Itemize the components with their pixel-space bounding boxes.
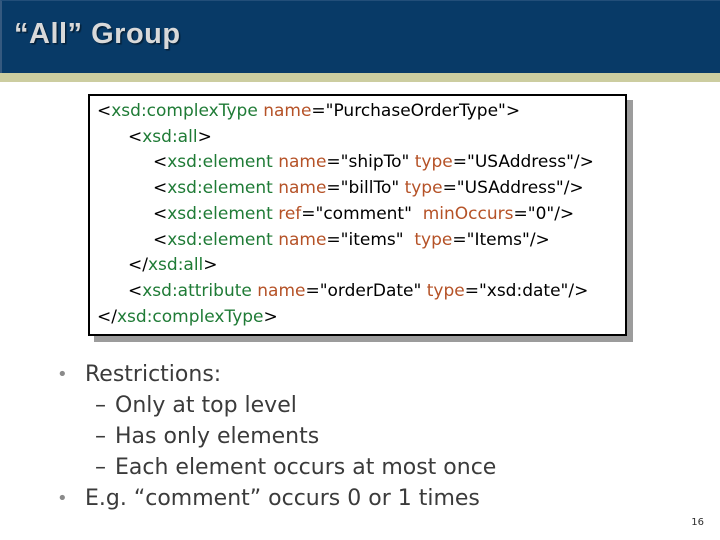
code-token-plain: > — [263, 306, 278, 327]
code-token-attr: type — [414, 152, 453, 173]
code-token-plain: < — [128, 126, 143, 147]
code-line: <xsd:element name="billTo" type="USAddre… — [97, 176, 618, 202]
bullet-item: • Restrictions: — [0, 359, 720, 390]
bullet-text: Each element occurs at most once — [115, 455, 497, 480]
code-token-plain: ="PurchaseOrderType"> — [311, 101, 521, 121]
bullet-text: Restrictions: — [85, 362, 222, 387]
code-token-tag: xsd:attribute — [142, 280, 252, 301]
code-token-tag: xsd:all — [142, 126, 198, 147]
code-token-plain: > — [203, 255, 218, 276]
sub-bullet-item: –Has only elements — [0, 421, 720, 452]
page-title: “All” Group — [14, 18, 181, 50]
code-line: <xsd:element name="shipTo" type="USAddre… — [97, 150, 618, 176]
code-line: <xsd:element ref="comment" minOccurs="0"… — [97, 202, 618, 228]
code-token-attr: type — [414, 229, 453, 250]
bullet-text: Only at top level — [115, 393, 297, 418]
code-snippet-box: <xsd:complexType name="PurchaseOrderType… — [88, 94, 627, 337]
code-line: <xsd:complexType name="PurchaseOrderType… — [97, 99, 618, 125]
code-line: <xsd:attribute name="orderDate" type="xs… — [97, 279, 618, 305]
code-token-tag: xsd:element — [167, 229, 273, 250]
code-token-plain: ="0"/> — [513, 203, 575, 224]
code-token-attr: minOccurs — [422, 203, 514, 224]
code-token-attr: type — [404, 178, 443, 199]
code-token-plain: < — [153, 203, 168, 224]
dash-icon: – — [95, 393, 106, 418]
code-token-tag: xsd:element — [167, 178, 273, 199]
code-token-plain: </ — [97, 306, 117, 327]
accent-band — [0, 73, 720, 82]
bullet-dot-icon: • — [57, 364, 68, 385]
bullet-item: • E.g. “comment” occurs 0 or 1 times — [0, 483, 720, 514]
dash-icon: – — [95, 424, 106, 449]
code-token-plain: ="USAddress"/> — [452, 152, 594, 173]
code-token-attr: name — [278, 229, 327, 250]
code-token-attr: name — [278, 152, 327, 173]
dash-icon: – — [95, 455, 106, 480]
code-token-plain: ="items" — [326, 229, 415, 250]
code-token-tag: xsd:element — [167, 152, 273, 173]
code-token-attr: name — [257, 280, 306, 301]
header-bar — [0, 0, 720, 73]
code-token-plain: < — [128, 280, 143, 301]
code-token-plain: < — [97, 101, 112, 121]
bullet-text: E.g. “comment” occurs 0 or 1 times — [85, 486, 480, 511]
bullet-list: •Restrictions:–Only at top level–Has onl… — [0, 359, 720, 514]
code-line: </xsd:all> — [97, 253, 618, 279]
code-token-attr: ref — [278, 203, 302, 224]
page-number: 16 — [691, 517, 704, 528]
code-token-tag: xsd:all — [147, 255, 204, 276]
code-line: <xsd:element name="items" type="Items"/> — [97, 228, 618, 254]
bullet-dot-icon: • — [57, 488, 68, 509]
sub-bullet-item: –Each element occurs at most once — [0, 452, 720, 483]
code-token-plain: ="orderDate" — [305, 280, 427, 301]
code-token-tag: xsd:complexType — [116, 306, 264, 327]
code-token-tag: xsd:element — [167, 203, 273, 224]
code-token-plain: ="USAddress"/> — [442, 178, 584, 199]
code-token-plain: ="comment" — [301, 203, 423, 224]
code-token-plain: ="Items"/> — [452, 229, 550, 250]
code-token-plain: < — [153, 229, 168, 250]
code-line: </xsd:complexType> — [97, 305, 618, 331]
code-token-plain: < — [153, 152, 168, 173]
code-token-plain: </ — [128, 255, 148, 276]
bullet-text: Has only elements — [115, 424, 320, 449]
code-token-plain: > — [197, 126, 212, 147]
code-token-plain: < — [153, 178, 168, 199]
code-line: <xsd:all> — [97, 125, 618, 151]
code-token-plain: ="xsd:date"/> — [464, 280, 589, 301]
code-token-tag: xsd:complexType — [111, 101, 258, 121]
code-token-attr: name — [263, 101, 312, 121]
code-token-attr: type — [426, 280, 465, 301]
code-token-attr: name — [278, 178, 327, 199]
code-token-plain: ="shipTo" — [326, 152, 415, 173]
sub-bullet-item: –Only at top level — [0, 390, 720, 421]
code-token-plain: ="billTo" — [326, 178, 405, 199]
